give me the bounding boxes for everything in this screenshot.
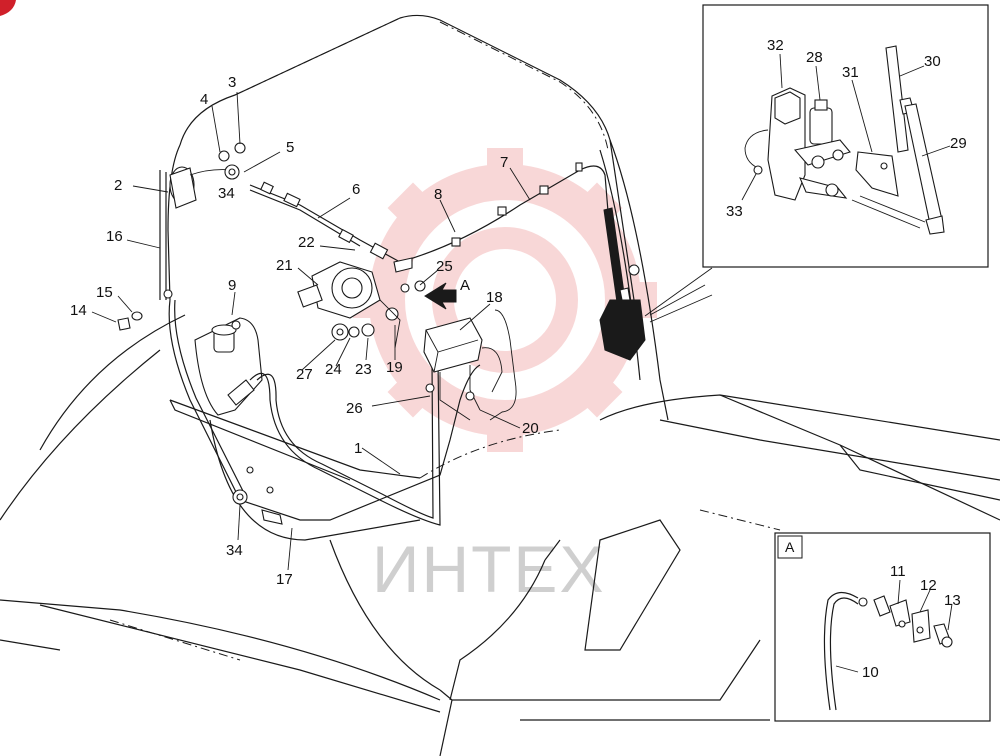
mount-bolts <box>117 289 173 331</box>
label-2: 2 <box>114 177 122 194</box>
label-25: 25 <box>436 258 453 275</box>
label-28: 28 <box>806 49 823 66</box>
label-17: 17 <box>276 571 293 588</box>
label-12: 12 <box>920 577 937 594</box>
label-30: 30 <box>924 53 941 70</box>
label-a-pointer: A <box>460 277 470 294</box>
inset-wiper-detail: 32 28 31 30 29 33 <box>702 4 989 268</box>
label-5: 5 <box>286 139 294 156</box>
label-33: 33 <box>726 203 743 220</box>
label-20: 20 <box>522 420 539 437</box>
label-26: 26 <box>346 400 363 417</box>
label-29: 29 <box>950 135 967 152</box>
main-callouts: 4 3 5 2 6 34 16 7 8 22 21 25 A 15 14 9 1… <box>70 74 539 588</box>
label-34-top: 34 <box>218 185 235 202</box>
label-24: 24 <box>325 361 342 378</box>
rear-wiper-arm <box>599 207 713 361</box>
label-13: 13 <box>944 592 961 609</box>
label-7: 7 <box>500 154 508 171</box>
label-6: 6 <box>352 181 360 198</box>
wiring-harness <box>249 162 613 273</box>
inset-view-a: A 11 12 13 10 <box>774 532 991 722</box>
front-wiper-motor <box>169 142 246 209</box>
corner-badge-icon <box>0 0 16 16</box>
controller-box <box>423 309 517 421</box>
label-32: 32 <box>767 37 784 54</box>
label-1: 1 <box>354 440 362 457</box>
label-34-bottom: 34 <box>226 542 243 559</box>
inset-a-title: A <box>785 539 795 555</box>
label-10: 10 <box>862 664 879 681</box>
label-27: 27 <box>296 366 313 383</box>
label-19: 19 <box>386 359 403 376</box>
label-22: 22 <box>298 234 315 251</box>
label-16: 16 <box>106 228 123 245</box>
label-23: 23 <box>355 361 372 378</box>
inset-connector <box>644 267 713 317</box>
wiper-motor-assembly <box>297 261 426 349</box>
label-11: 11 <box>890 563 906 580</box>
label-31: 31 <box>842 64 859 81</box>
label-4: 4 <box>200 91 208 108</box>
washer-hoses <box>159 170 481 526</box>
label-3: 3 <box>228 74 236 91</box>
view-a-arrow <box>424 282 457 310</box>
watermark-text: ИНТЕХ <box>372 532 605 606</box>
washer-tank <box>194 317 263 416</box>
label-14: 14 <box>70 302 87 319</box>
label-18: 18 <box>486 289 503 306</box>
label-15: 15 <box>96 284 113 301</box>
label-8: 8 <box>434 186 442 203</box>
label-9: 9 <box>228 277 236 294</box>
lower-nozzle <box>232 466 283 525</box>
label-21: 21 <box>276 257 293 274</box>
